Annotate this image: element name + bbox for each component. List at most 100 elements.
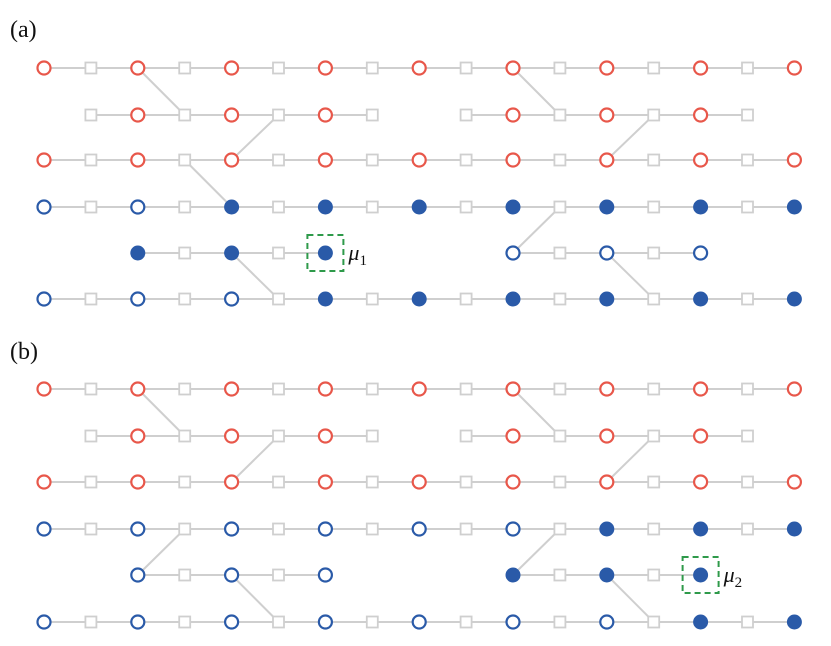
panel-label: (b) xyxy=(10,339,38,365)
red-open-site xyxy=(599,381,615,397)
blue-filled-site xyxy=(786,199,802,215)
square-node xyxy=(84,292,98,306)
red-open-site xyxy=(599,60,615,76)
blue-filled-site xyxy=(224,245,240,261)
blue-open-site xyxy=(224,614,240,630)
diagonal-edge xyxy=(137,528,186,576)
blue-open-site xyxy=(317,614,333,630)
diagonal-edge xyxy=(512,206,561,254)
blue-open-site xyxy=(599,614,615,630)
diagonal-edge xyxy=(606,435,655,483)
diagonal-edge xyxy=(230,114,280,161)
mu-subscript: 2 xyxy=(735,575,743,591)
red-open-site xyxy=(224,152,240,168)
square-node xyxy=(178,522,192,536)
square-node xyxy=(553,429,567,443)
square-node xyxy=(647,153,661,167)
square-node xyxy=(365,382,379,396)
red-open-site xyxy=(130,474,146,490)
red-open-site xyxy=(505,428,521,444)
blue-filled-site xyxy=(411,199,427,215)
square-node xyxy=(459,615,473,629)
blue-open-site xyxy=(317,521,333,537)
square-node xyxy=(647,475,661,489)
square-node xyxy=(178,429,192,443)
diagonal-edge xyxy=(512,528,561,576)
red-open-site xyxy=(130,152,146,168)
square-node xyxy=(459,522,473,536)
square-node xyxy=(741,615,754,629)
red-open-site xyxy=(36,152,52,168)
square-node xyxy=(84,200,98,214)
red-open-site xyxy=(411,381,427,397)
mu-subscript: 1 xyxy=(359,253,367,269)
square-node xyxy=(272,429,285,443)
square-node xyxy=(272,200,285,214)
red-open-site xyxy=(130,381,146,397)
red-open-site xyxy=(36,381,52,397)
red-open-site xyxy=(317,60,333,76)
red-open-site xyxy=(36,474,52,490)
blue-open-site xyxy=(130,521,146,537)
red-open-site xyxy=(505,152,521,168)
red-open-site xyxy=(411,474,427,490)
red-open-site xyxy=(130,107,146,123)
square-node xyxy=(272,292,285,306)
square-node xyxy=(553,108,567,122)
square-node xyxy=(84,615,98,629)
square-node xyxy=(459,382,473,396)
red-open-site xyxy=(692,60,709,76)
square-node xyxy=(553,292,567,306)
square-node xyxy=(84,382,98,396)
blue-filled-site xyxy=(317,245,333,261)
square-node xyxy=(553,246,567,260)
mu-symbol: μ xyxy=(723,562,735,587)
square-node xyxy=(365,292,379,306)
square-node xyxy=(459,292,473,306)
red-open-site xyxy=(224,60,240,76)
blue-filled-site xyxy=(693,291,709,307)
blue-filled-site xyxy=(505,291,521,307)
square-node xyxy=(741,108,754,122)
square-node xyxy=(272,522,285,536)
blue-filled-site xyxy=(599,199,615,215)
blue-filled-site xyxy=(786,521,802,537)
square-node xyxy=(178,615,192,629)
square-node xyxy=(365,429,379,443)
square-node xyxy=(741,200,754,214)
square-node xyxy=(647,292,661,306)
red-open-site xyxy=(505,474,521,490)
square-node xyxy=(647,429,661,443)
square-node xyxy=(365,475,379,489)
blue-open-site xyxy=(692,245,709,261)
nodes xyxy=(36,381,803,630)
diagonal-edge xyxy=(137,388,186,437)
blue-filled-site xyxy=(317,199,333,215)
square-node xyxy=(741,522,754,536)
square-node xyxy=(178,61,192,75)
blue-open-site xyxy=(36,521,52,537)
square-node xyxy=(647,246,661,260)
red-open-site xyxy=(599,428,615,444)
square-node xyxy=(647,522,661,536)
red-open-site xyxy=(411,60,427,76)
square-node xyxy=(365,61,379,75)
diagonal-edge xyxy=(606,114,655,161)
red-open-site xyxy=(786,60,803,76)
square-node xyxy=(272,246,285,260)
square-node xyxy=(84,429,98,443)
square-node xyxy=(365,615,379,629)
square-node xyxy=(647,382,661,396)
square-node xyxy=(459,475,473,489)
red-open-site xyxy=(692,152,709,168)
blue-filled-site xyxy=(224,199,240,215)
panel-a: (a)μ1 xyxy=(10,17,803,307)
diagonal-edge xyxy=(606,252,655,300)
square-node xyxy=(365,200,379,214)
nodes xyxy=(36,60,803,307)
red-open-site xyxy=(36,60,52,76)
red-open-site xyxy=(317,152,333,168)
blue-filled-site xyxy=(786,614,802,630)
square-node xyxy=(365,522,379,536)
